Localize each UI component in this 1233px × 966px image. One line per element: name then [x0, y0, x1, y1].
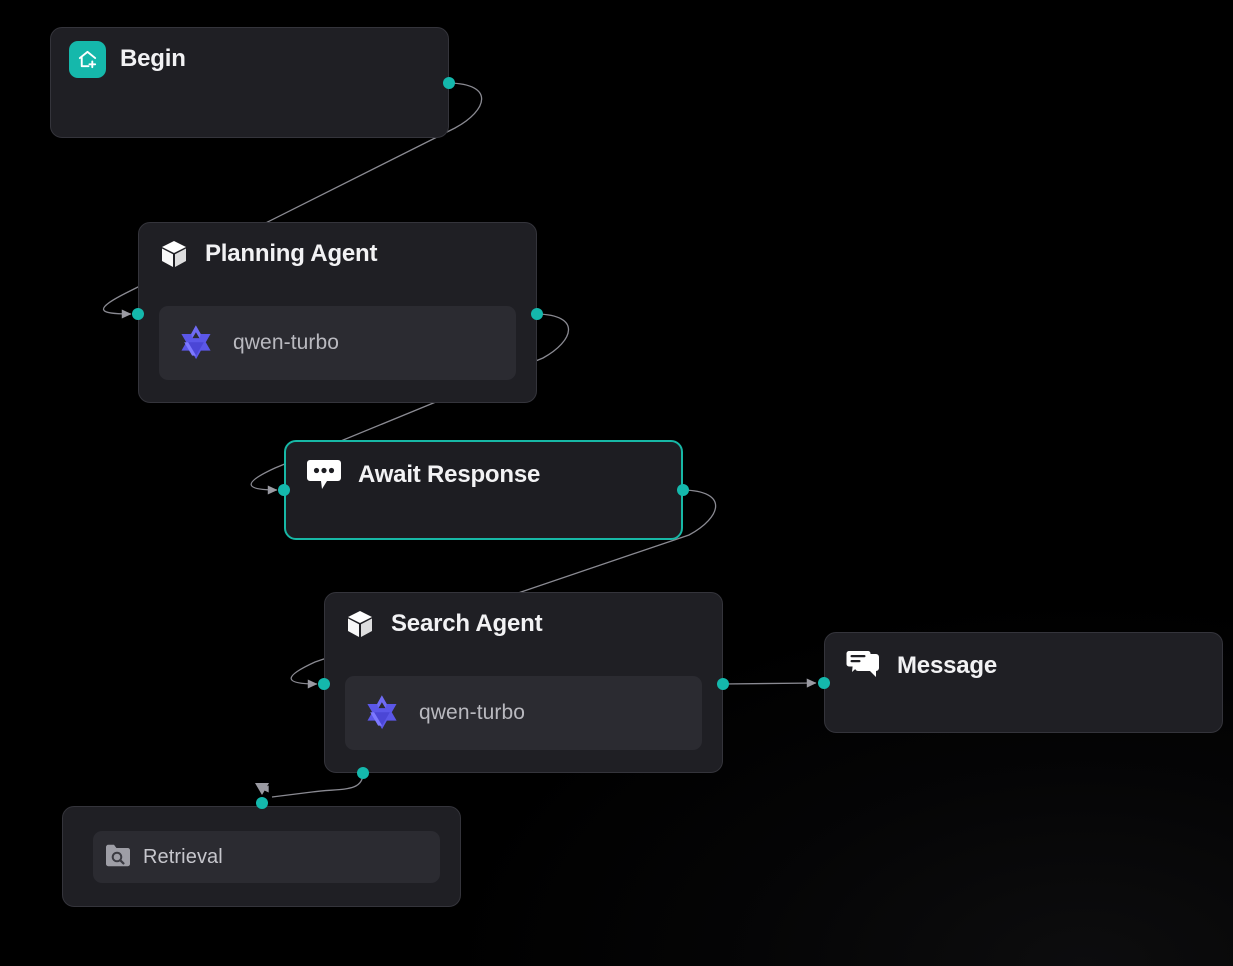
- planning-agent-model-label: qwen-turbo: [233, 331, 340, 354]
- message-node[interactable]: Message: [824, 632, 1223, 733]
- retrieval-target-handle[interactable]: [256, 797, 268, 809]
- await-response-target-handle[interactable]: [278, 484, 290, 496]
- await-response-title: Await Response: [358, 461, 541, 488]
- message-header: Message: [825, 633, 1222, 679]
- cube-box-icon: [157, 237, 191, 271]
- search-agent-title: Search Agent: [391, 610, 543, 637]
- planning-agent-node[interactable]: Planning Agent qwen-turbo: [138, 222, 537, 403]
- await-response-node[interactable]: Await Response: [284, 440, 683, 540]
- search-agent-header: Search Agent: [325, 593, 722, 639]
- search-agent-source-handle[interactable]: [717, 678, 729, 690]
- message-target-handle[interactable]: [818, 677, 830, 689]
- begin-node-title: Begin: [120, 45, 186, 72]
- search-agent-model-row[interactable]: qwen-turbo: [345, 676, 702, 750]
- search-agent-tool-handle[interactable]: [357, 767, 369, 779]
- qwen-logo-icon: [359, 690, 405, 736]
- cube-box-icon: [343, 607, 377, 641]
- begin-node[interactable]: Begin: [50, 27, 449, 138]
- planning-agent-source-handle[interactable]: [531, 308, 543, 320]
- message-title: Message: [897, 652, 997, 679]
- search-agent-model-label: qwen-turbo: [419, 701, 526, 724]
- await-response-source-handle[interactable]: [677, 484, 689, 496]
- search-agent-node[interactable]: Search Agent qwen-turbo: [324, 592, 723, 773]
- search-agent-target-handle[interactable]: [318, 678, 330, 690]
- retrieval-row[interactable]: Retrieval: [93, 831, 440, 883]
- retrieval-arrowhead: [255, 783, 269, 795]
- house-plus-icon: [69, 40, 106, 78]
- chat-dots-icon: [304, 458, 344, 492]
- planning-agent-header: Planning Agent: [139, 223, 536, 269]
- await-response-header: Await Response: [286, 442, 681, 489]
- retrieval-label: Retrieval: [143, 845, 223, 868]
- planning-agent-target-handle[interactable]: [132, 308, 144, 320]
- begin-source-handle[interactable]: [443, 77, 455, 89]
- folder-search-icon: [104, 843, 132, 871]
- begin-node-header: Begin: [51, 28, 448, 78]
- edge-search-agent-to-retrieval: [271, 772, 364, 798]
- edge-search-agent-to-message: [722, 678, 817, 688]
- planning-agent-title: Planning Agent: [205, 240, 378, 267]
- qwen-logo-icon: [173, 320, 219, 366]
- planning-agent-model-row[interactable]: qwen-turbo: [159, 306, 516, 380]
- speech-bubbles-icon: [843, 649, 883, 683]
- retrieval-node[interactable]: Retrieval: [62, 806, 461, 907]
